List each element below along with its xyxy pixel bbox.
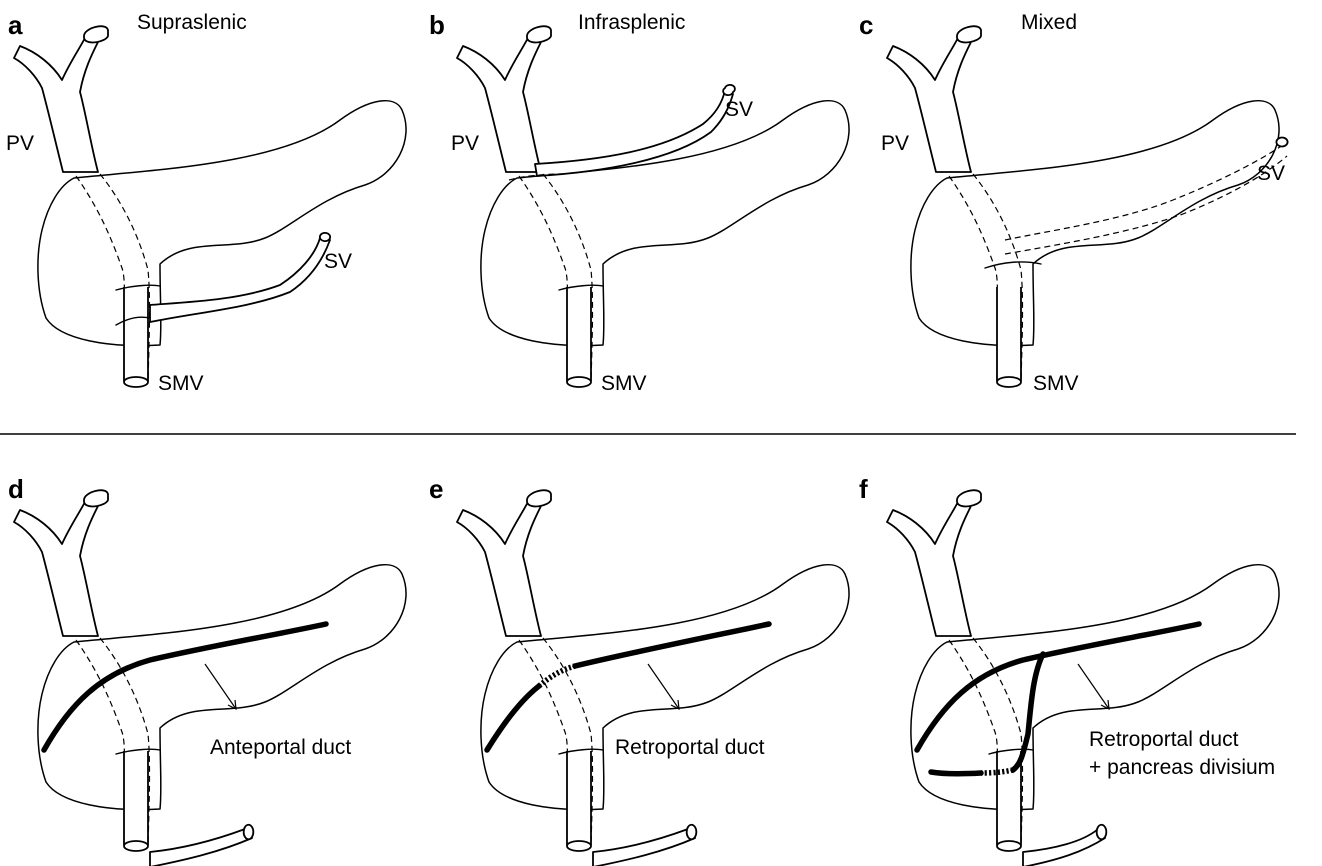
panel-letter-b: b bbox=[429, 10, 445, 40]
panel-f: f Retroportal duct + pancreas divisium bbox=[859, 474, 1279, 866]
panel-letter-a: a bbox=[8, 10, 23, 40]
ventral-duct-lower bbox=[931, 772, 981, 774]
pv-label-a: PV bbox=[6, 132, 34, 155]
panel-d: d Anteportal duct bbox=[8, 474, 406, 866]
pv-label-c: PV bbox=[881, 132, 909, 155]
smv-label-c: SMV bbox=[1033, 372, 1079, 395]
panel-letter-d: d bbox=[8, 474, 24, 504]
duct-label-e: Retroportal duct bbox=[615, 736, 765, 759]
panel-title-b: Infrasplenic bbox=[578, 11, 685, 34]
panel-title-a: Supraslenic bbox=[137, 11, 247, 34]
panel-b: b Infrasplenic PV SV SMV bbox=[429, 10, 849, 395]
sv-label-c: SV bbox=[1257, 162, 1285, 185]
duct-label-d: Anteportal duct bbox=[210, 736, 351, 759]
duct-label-f-line1: Retroportal duct bbox=[1089, 728, 1239, 751]
panel-letter-f: f bbox=[859, 474, 868, 504]
panel-a: a Supraslenic PV SV SMV bbox=[6, 10, 406, 395]
pv-label-b: PV bbox=[451, 132, 479, 155]
panel-letter-e: e bbox=[429, 474, 443, 504]
panel-title-c: Mixed bbox=[1021, 11, 1077, 34]
panel-e: e Retroportal duct bbox=[429, 474, 849, 866]
smv-label-a: SMV bbox=[158, 372, 204, 395]
panel-letter-c: c bbox=[859, 10, 873, 40]
panel-c: c Mixed PV SV SMV bbox=[859, 10, 1288, 395]
duct-label-f-line2: + pancreas divisium bbox=[1089, 756, 1275, 779]
smv-label-b: SMV bbox=[601, 372, 647, 395]
sv-label-b: SV bbox=[725, 98, 753, 121]
sv-label-a: SV bbox=[324, 250, 352, 273]
